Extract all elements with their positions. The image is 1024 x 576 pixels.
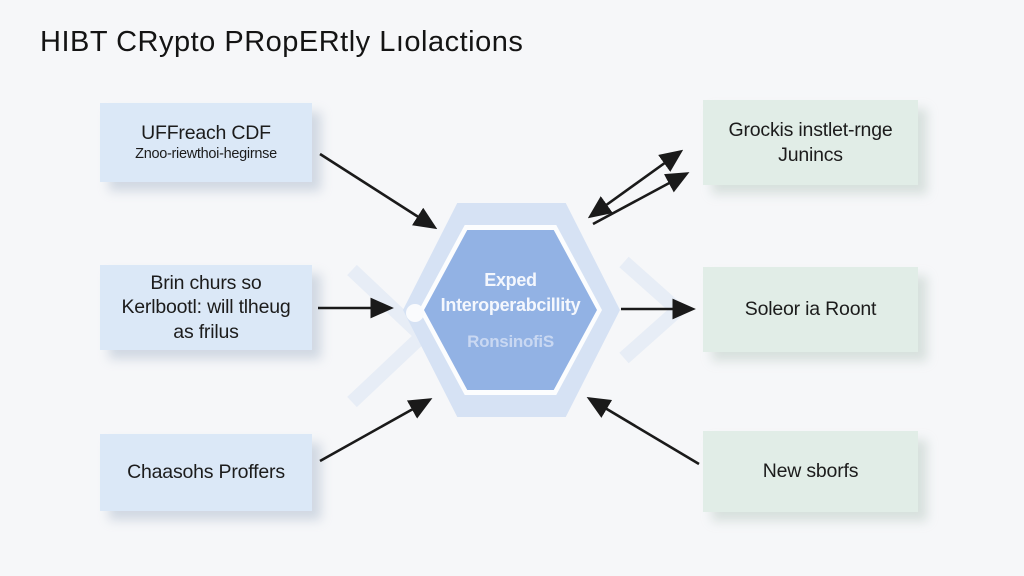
node-left-bottom: Chaasohs Proffers (100, 434, 312, 511)
node-label: Junincs (778, 143, 843, 166)
node-sublabel: Znoo-riewthoi-hegirnse (135, 146, 277, 163)
node-label: as frilus (173, 320, 239, 343)
arrow-hexagon-to-right-top-icon (592, 172, 690, 226)
node-label: Soleor ia Roont (744, 298, 877, 321)
node-label: Chaasohs Proffers (127, 461, 285, 484)
arrow-left-bottom-to-hexagon-icon (319, 398, 433, 463)
node-left-middle: Brin churs so Kerlbootl: will tlheug as … (100, 265, 312, 350)
node-label: Brin churs so (150, 272, 262, 295)
node-label: Grockis instlet-rnge (728, 119, 893, 142)
arrow-left-top-to-hexagon-icon (319, 152, 438, 230)
arrow-hexagon-right-top-double-icon (587, 149, 684, 219)
chevron-right-icon (347, 264, 433, 408)
page-title: HIBT CRypto PRopERtly Lıolactions (40, 26, 524, 58)
node-right-middle: Soleor ia Roont (703, 267, 918, 352)
node-right-top: Grockis instlet-rnge Junincs (703, 100, 918, 185)
hexagon-label: Interoperabcillity (440, 294, 581, 315)
node-label: UFFreach CDF (141, 121, 271, 144)
node-label: Kerlbootl: will tlheug (121, 296, 291, 319)
node-right-bottom: New sborfs (703, 431, 918, 512)
arrow-right-bottom-to-hexagon-icon (586, 397, 700, 466)
node-left-top: UFFreach CDF Znoo-riewthoi-hegirnse (100, 103, 312, 182)
hexagon-label: Exped (484, 270, 537, 291)
chevron-right-icon (619, 256, 689, 364)
hexagon-sublabel: RonsinofiS (467, 331, 554, 351)
node-label: New sborfs (762, 460, 859, 483)
